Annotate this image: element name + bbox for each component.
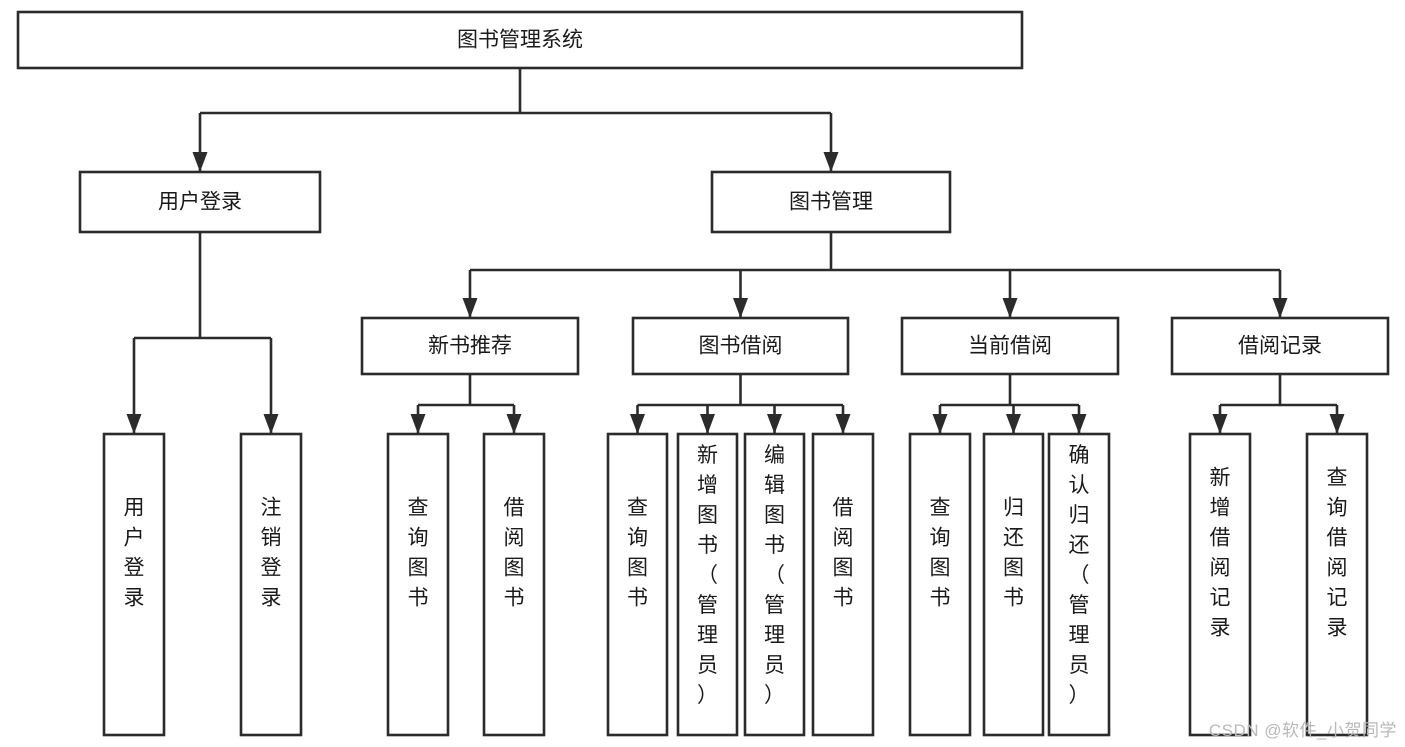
node-label: 用户登录 <box>158 191 242 214</box>
arrow-head-icon <box>462 298 478 318</box>
node-book-manage[interactable]: 图书管理 <box>710 170 952 234</box>
node-box[interactable] <box>908 432 972 737</box>
node-label: 查询图书 <box>930 497 951 610</box>
node-leaf-query-book-2[interactable]: 查询图书 <box>606 432 669 737</box>
arrow-head-icon <box>410 414 426 434</box>
connector-layer <box>126 68 1345 434</box>
arrow-head-icon <box>1272 298 1288 318</box>
arrow-head-icon <box>1002 298 1018 318</box>
node-leaf-return-book[interactable]: 归还图书 <box>982 432 1045 737</box>
csdn-watermark: CSDN @软件_小贺同学 <box>1208 721 1397 740</box>
node-label: 用户登录 <box>124 497 145 610</box>
node-box[interactable] <box>676 432 739 737</box>
node-box[interactable] <box>102 432 166 737</box>
node-leaf-add-record[interactable]: 新增借阅记录 <box>1188 432 1252 737</box>
arrow-head-icon <box>767 414 782 434</box>
node-box[interactable] <box>360 316 580 376</box>
node-user-login[interactable]: 用户登录 <box>78 170 322 234</box>
node-box[interactable] <box>900 316 1120 376</box>
node-label: 图书借阅 <box>699 335 783 358</box>
node-label: 查询借阅记录 <box>1327 467 1348 640</box>
node-label: 新增图书（管理员） <box>697 444 718 707</box>
node-box[interactable] <box>16 10 1024 70</box>
node-label: 图书管理系统 <box>457 29 583 52</box>
node-label: 归还图书 <box>1003 497 1024 610</box>
node-label: 借阅记录 <box>1238 335 1322 358</box>
node-leaf-borrow-book-2[interactable]: 借阅图书 <box>811 432 875 737</box>
node-label: 借阅图书 <box>504 497 525 610</box>
node-layer: 图书管理系统用户登录图书管理新书推荐图书借阅当前借阅借阅记录用户登录注销登录查询… <box>16 10 1390 737</box>
node-leaf-logout[interactable]: 注销登录 <box>239 432 303 737</box>
node-box[interactable] <box>811 432 875 737</box>
node-box[interactable] <box>1188 432 1252 737</box>
arrow-head-icon <box>1071 414 1087 434</box>
arrow-head-icon <box>506 414 522 434</box>
arrow-head-icon <box>1006 414 1021 434</box>
arrow-head-icon <box>733 298 748 318</box>
node-label: 查询图书 <box>627 497 648 610</box>
node-leaf-user-login[interactable]: 用户登录 <box>102 432 166 737</box>
node-label: 确认归还（管理员） <box>1069 444 1090 707</box>
node-box[interactable] <box>239 432 303 737</box>
node-box[interactable] <box>710 170 952 234</box>
node-label: 新书推荐 <box>428 335 512 358</box>
node-box[interactable] <box>631 316 850 376</box>
node-box[interactable] <box>1170 316 1390 376</box>
node-box[interactable] <box>78 170 322 234</box>
node-label: 查询图书 <box>408 497 429 610</box>
node-book-borrow[interactable]: 图书借阅 <box>631 316 850 376</box>
node-label: 借阅图书 <box>833 497 854 610</box>
node-box[interactable] <box>743 432 806 737</box>
node-leaf-confirm-return[interactable]: 确认归还（管理员） <box>1047 432 1111 737</box>
node-root[interactable]: 图书管理系统 <box>16 10 1024 70</box>
arrow-head-icon <box>700 414 715 434</box>
node-leaf-query-book-1[interactable]: 查询图书 <box>386 432 450 737</box>
node-leaf-query-book-3[interactable]: 查询图书 <box>908 432 972 737</box>
node-box[interactable] <box>1305 432 1369 737</box>
arrow-head-icon <box>263 414 279 434</box>
arrow-head-icon <box>630 414 645 434</box>
node-label: 图书管理 <box>789 191 873 214</box>
node-leaf-query-record[interactable]: 查询借阅记录 <box>1305 432 1369 737</box>
node-box[interactable] <box>982 432 1045 737</box>
node-label: 注销登录 <box>261 497 282 610</box>
node-box[interactable] <box>482 432 546 737</box>
arrow-head-icon <box>1212 414 1228 434</box>
node-leaf-edit-book[interactable]: 编辑图书（管理员） <box>743 432 806 737</box>
arrow-head-icon <box>823 152 839 172</box>
node-new-book-rec[interactable]: 新书推荐 <box>360 316 580 376</box>
node-label: 当前借阅 <box>968 335 1052 358</box>
arrow-head-icon <box>1329 414 1345 434</box>
arrow-head-icon <box>126 414 142 434</box>
node-borrow-record[interactable]: 借阅记录 <box>1170 316 1390 376</box>
arrow-head-icon <box>192 152 208 172</box>
arrow-head-icon <box>835 414 851 434</box>
node-box[interactable] <box>386 432 450 737</box>
node-current-borrow[interactable]: 当前借阅 <box>900 316 1120 376</box>
node-leaf-borrow-book-1[interactable]: 借阅图书 <box>482 432 546 737</box>
node-box[interactable] <box>606 432 669 737</box>
node-label: 编辑图书（管理员） <box>764 444 785 707</box>
arrow-head-icon <box>932 414 948 434</box>
node-box[interactable] <box>1047 432 1111 737</box>
node-leaf-add-book[interactable]: 新增图书（管理员） <box>676 432 739 737</box>
node-label: 新增借阅记录 <box>1210 467 1231 640</box>
